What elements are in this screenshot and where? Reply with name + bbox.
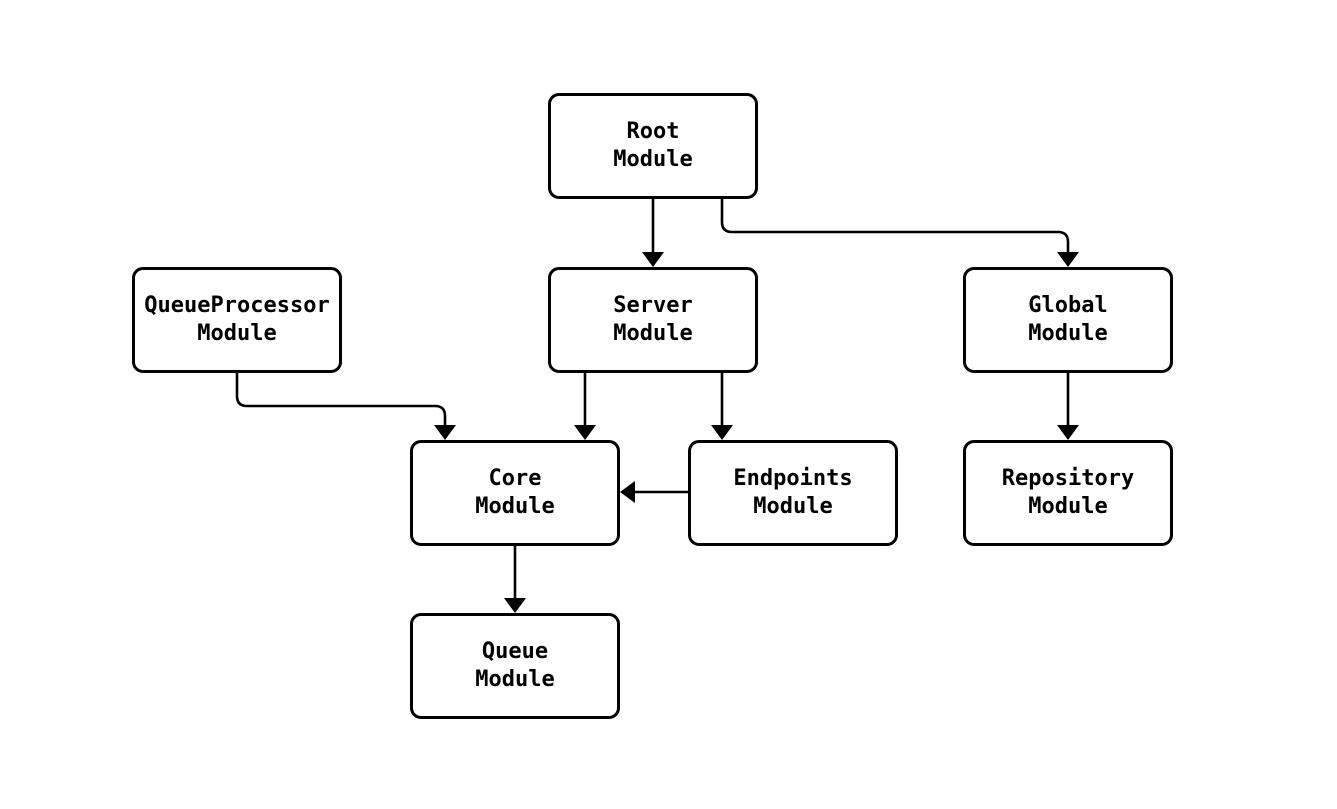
node-endpoints-module: Endpoints Module — [688, 440, 898, 546]
arrowhead-icon — [574, 425, 596, 440]
edge-root-to-global — [720, 198, 1079, 267]
node-global-module: Global Module — [963, 267, 1173, 373]
node-server-module: Server Module — [548, 267, 758, 373]
node-label: Queue Module — [475, 639, 555, 692]
node-core-module: Core Module — [410, 440, 620, 546]
arrowhead-icon — [1057, 425, 1079, 440]
edge-queueprocessor-to-core — [235, 373, 456, 440]
node-label: Core Module — [475, 466, 555, 519]
node-label: QueueProcessor Module — [144, 293, 330, 346]
node-label: Global Module — [1028, 293, 1108, 346]
edge-endpoints-to-core — [620, 481, 688, 503]
edge-core-to-queue — [504, 546, 526, 613]
edge-server-to-endpoints — [711, 373, 733, 440]
node-queueprocessor-module: QueueProcessor Module — [132, 267, 342, 373]
node-root-module: Root Module — [548, 93, 758, 199]
node-label: Repository Module — [1001, 466, 1135, 519]
arrowhead-icon — [711, 425, 733, 440]
edge-root-to-server — [642, 198, 664, 267]
node-queue-module: Queue Module — [410, 613, 620, 719]
node-label: Endpoints Module — [733, 466, 853, 519]
arrowhead-icon — [642, 252, 664, 267]
edge-global-to-repository — [1057, 373, 1079, 440]
node-label: Root Module — [613, 119, 693, 172]
node-repository-module: Repository Module — [963, 440, 1173, 546]
arrowhead-icon — [434, 425, 456, 440]
arrowhead-icon — [620, 481, 635, 503]
arrowhead-icon — [504, 598, 526, 613]
arrowhead-icon — [1057, 252, 1079, 267]
edge-server-to-core — [574, 373, 596, 440]
node-label: Server Module — [613, 293, 693, 346]
